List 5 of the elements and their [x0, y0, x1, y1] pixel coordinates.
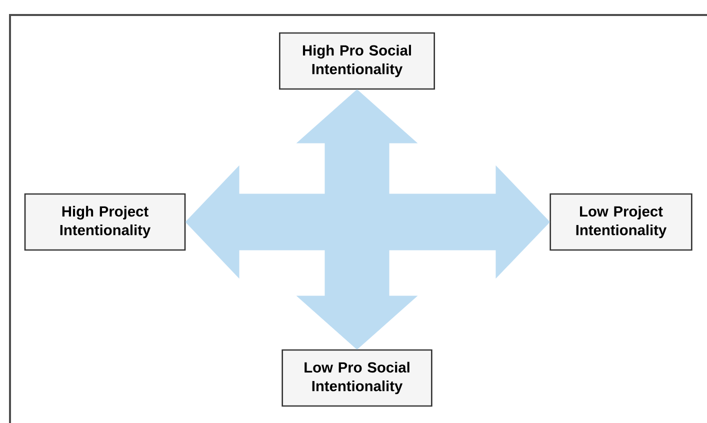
label-box: High Pro Social Intentionality — [279, 32, 435, 90]
label-box: Low Pro Social Intentionality — [282, 349, 432, 407]
arrow — [185, 165, 550, 279]
label-box: Low Project Intentionality — [550, 193, 692, 251]
label-box: High Project Intentionality — [24, 193, 186, 251]
